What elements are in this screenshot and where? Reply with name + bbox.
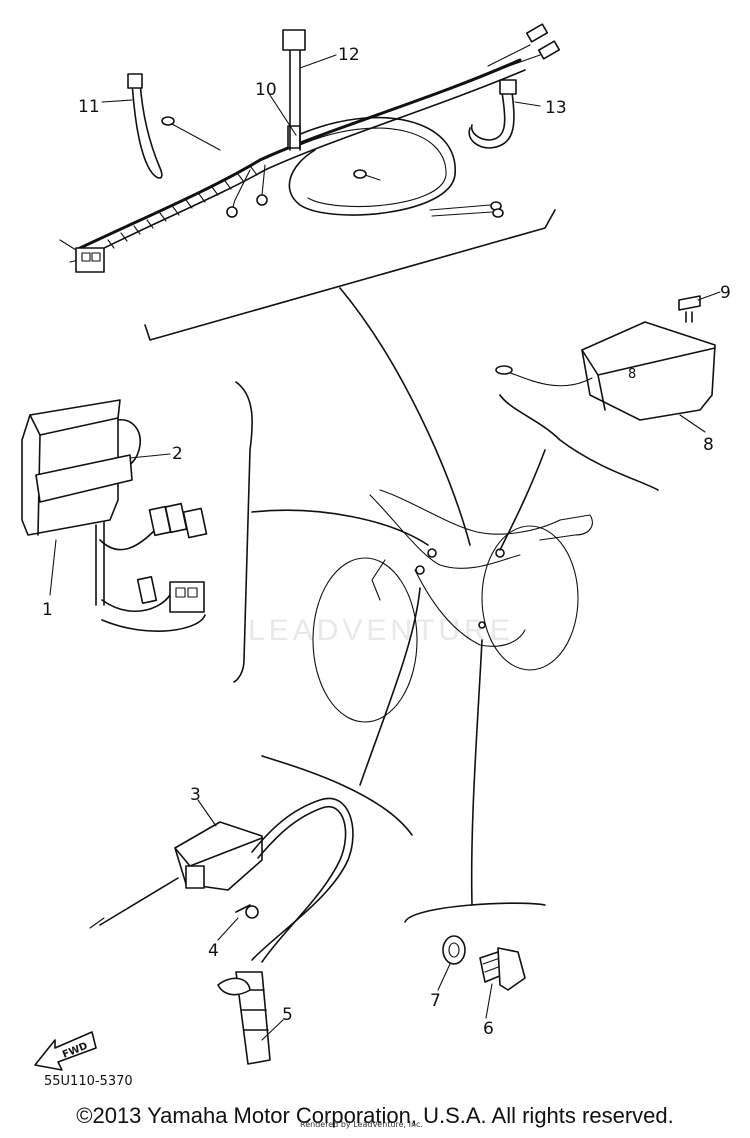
callout-5: 5 bbox=[282, 1005, 293, 1025]
callout-1: 1 bbox=[42, 600, 53, 620]
regulator-mark: 8 bbox=[628, 367, 636, 382]
callout-6: 6 bbox=[483, 1019, 494, 1039]
cdi-unit bbox=[21, 399, 208, 632]
band-13 bbox=[468, 79, 517, 149]
callout-8: 8 bbox=[703, 435, 714, 455]
callouts: 11 10 12 13 9 8 2 1 3 4 5 6 7 bbox=[42, 45, 731, 1039]
callout-4: 4 bbox=[208, 941, 219, 961]
callout-10: 10 bbox=[255, 80, 277, 100]
callout-7: 7 bbox=[430, 991, 441, 1011]
copyright-notice: ©2013 Yamaha Motor Corporation, U.S.A. A… bbox=[76, 1103, 674, 1128]
callout-12: 12 bbox=[338, 45, 360, 65]
watermark-text: LEADVENTURE bbox=[248, 614, 514, 647]
callout-3: 3 bbox=[190, 785, 201, 805]
callout-9: 9 bbox=[720, 283, 731, 303]
callout-2: 2 bbox=[172, 444, 183, 464]
band-12 bbox=[282, 29, 306, 151]
reference-lines bbox=[144, 209, 659, 923]
part-code: 55U110-5370 bbox=[44, 1074, 133, 1089]
regulator: 8 bbox=[495, 295, 716, 421]
ignition-coil bbox=[89, 797, 354, 1065]
callout-13: 13 bbox=[545, 98, 567, 118]
callout-11: 11 bbox=[78, 97, 100, 117]
drain-bolt bbox=[442, 935, 526, 991]
rendered-by-note: Rendered by LeadVenture, Inc. bbox=[300, 1120, 423, 1129]
motorcycle-outline bbox=[312, 489, 593, 723]
band-11 bbox=[127, 73, 163, 179]
wire-harness bbox=[59, 23, 561, 273]
leader-lines bbox=[49, 54, 721, 1041]
fwd-arrow: FWD bbox=[34, 1031, 97, 1071]
